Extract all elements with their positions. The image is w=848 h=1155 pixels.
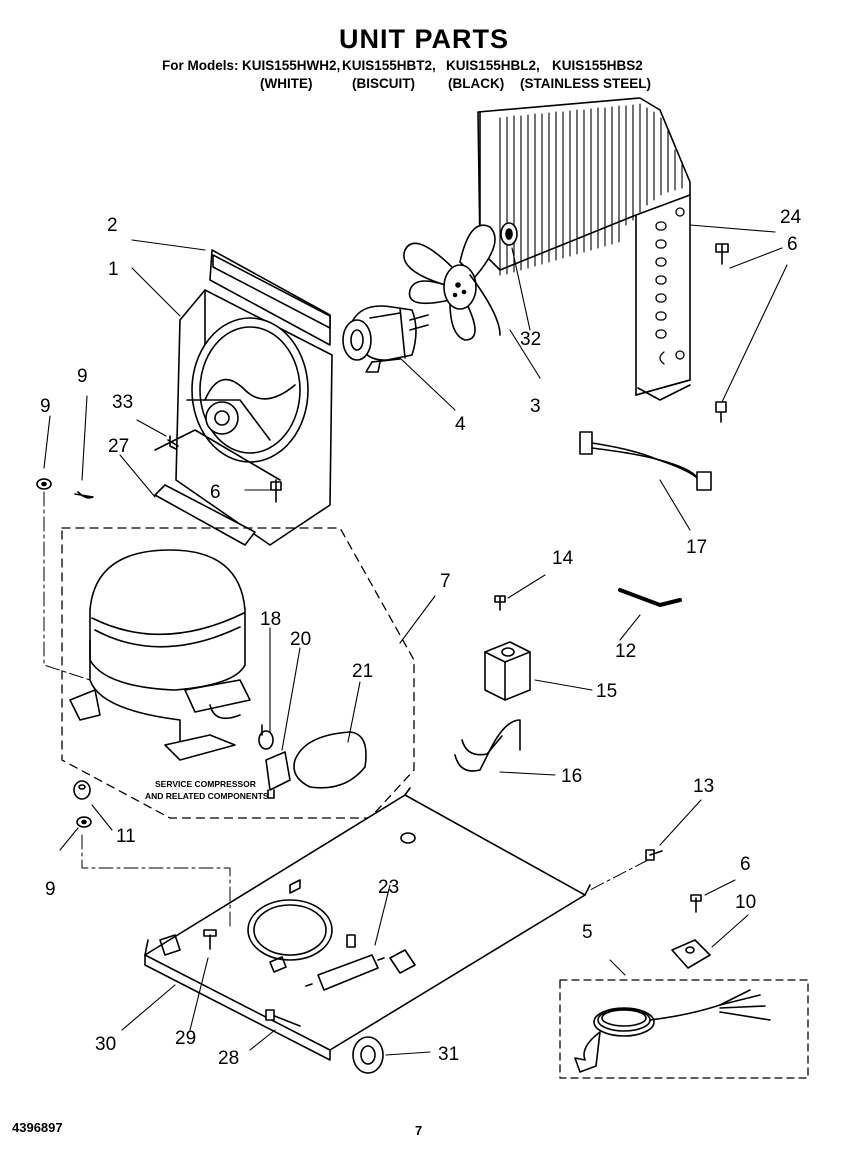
fan-blade (403, 224, 501, 341)
model-number: KUIS155HBS2 (552, 58, 643, 73)
callout-1: 1 (108, 259, 119, 280)
callout-10: 10 (735, 892, 756, 913)
screw-13 (645, 849, 663, 861)
service-note-line1: SERVICE COMPRESSOR (155, 779, 256, 789)
drier-23 (305, 954, 385, 991)
screw-6d (690, 894, 702, 913)
callout-28: 28 (218, 1048, 239, 1069)
alignment-lines (43, 491, 649, 931)
fan-washer (500, 222, 518, 246)
callout-23: 23 (378, 877, 399, 898)
foot-31 (352, 1036, 384, 1074)
screw-29 (203, 929, 217, 950)
fan-motor (342, 305, 429, 373)
callout-13: 13 (693, 776, 714, 797)
condenser-coil (477, 97, 691, 401)
callout-11: 11 (116, 826, 136, 847)
model-color: (STAINLESS STEEL) (520, 76, 652, 91)
overload-18 (258, 724, 274, 750)
callout-17: 17 (686, 537, 707, 558)
callout-7: 7 (440, 571, 451, 592)
callout-29: 29 (175, 1028, 196, 1049)
shroud-bracket (154, 484, 256, 546)
callout-2: 2 (107, 215, 118, 236)
callout-30: 30 (95, 1034, 116, 1055)
callout-18: 18 (260, 609, 281, 630)
tube-12 (618, 588, 682, 607)
power-cord-box (559, 979, 809, 1079)
leader-lines (43, 224, 788, 1056)
model-number: KUIS155HBL2, (446, 58, 540, 73)
callout-15: 15 (596, 681, 617, 702)
callout-16: 16 (561, 766, 582, 787)
screw-33 (167, 435, 179, 450)
screw-6a (270, 479, 282, 503)
callout-6: 6 (787, 234, 798, 255)
callout-8: 9 (77, 366, 88, 387)
callout-33: 33 (112, 392, 133, 413)
callout-24: 24 (780, 207, 802, 228)
clip-8 (74, 491, 94, 499)
model-color: (WHITE) (260, 76, 313, 91)
top-gasket (212, 254, 331, 329)
callout-6: 6 (210, 482, 221, 503)
callout-32: 32 (520, 329, 541, 350)
callout-27: 27 (108, 436, 129, 457)
power-cord (574, 989, 771, 1073)
compressor (69, 549, 251, 761)
model-number: KUIS155HWH2, (242, 58, 341, 73)
model-color: (BISCUIT) (352, 76, 415, 91)
callout-3: 3 (530, 396, 541, 417)
page-title: UNIT PARTS (339, 24, 509, 54)
solenoid-bracket (454, 719, 521, 772)
callout-labels: 2 1 24 6 32 3 4 9 9 33 27 6 17 7 14 12 1… (40, 207, 802, 1069)
grommet-9a (36, 478, 52, 490)
screw-6c (715, 401, 727, 423)
service-note-line2: AND RELATED COMPONENTS (145, 791, 269, 801)
cover-21 (293, 731, 367, 789)
callout-31: 31 (438, 1044, 459, 1065)
page-number: 7 (415, 1123, 423, 1138)
base-pan (144, 787, 591, 1061)
grommet-11 (73, 780, 91, 800)
callout-21: 21 (352, 661, 373, 682)
screw-6b (715, 243, 729, 265)
models-prefix: For Models: (162, 58, 239, 73)
callout-9: 9 (45, 879, 56, 900)
wire-harness (579, 431, 712, 491)
grommet-9b (76, 816, 92, 828)
model-list: For Models: KUIS155HWH2, KUIS155HBT2, KU… (120, 58, 740, 94)
service-note: SERVICE COMPRESSOR AND RELATED COMPONENT… (145, 779, 269, 801)
screw-28 (265, 1009, 301, 1027)
model-number: KUIS155HBT2, (342, 58, 436, 73)
callout-4: 4 (455, 414, 466, 435)
callout-12: 12 (615, 641, 636, 662)
callout-9: 9 (40, 396, 51, 417)
relay-20 (265, 751, 291, 799)
solenoid-coil (484, 641, 531, 701)
clamp-10 (671, 939, 711, 969)
callout-20: 20 (290, 629, 311, 650)
callout-6: 6 (740, 854, 751, 875)
screw-14 (494, 595, 506, 611)
callout-5: 5 (582, 922, 593, 943)
document-number: 4396897 (12, 1120, 63, 1135)
model-color: (BLACK) (448, 76, 505, 91)
callout-14: 14 (552, 548, 574, 569)
